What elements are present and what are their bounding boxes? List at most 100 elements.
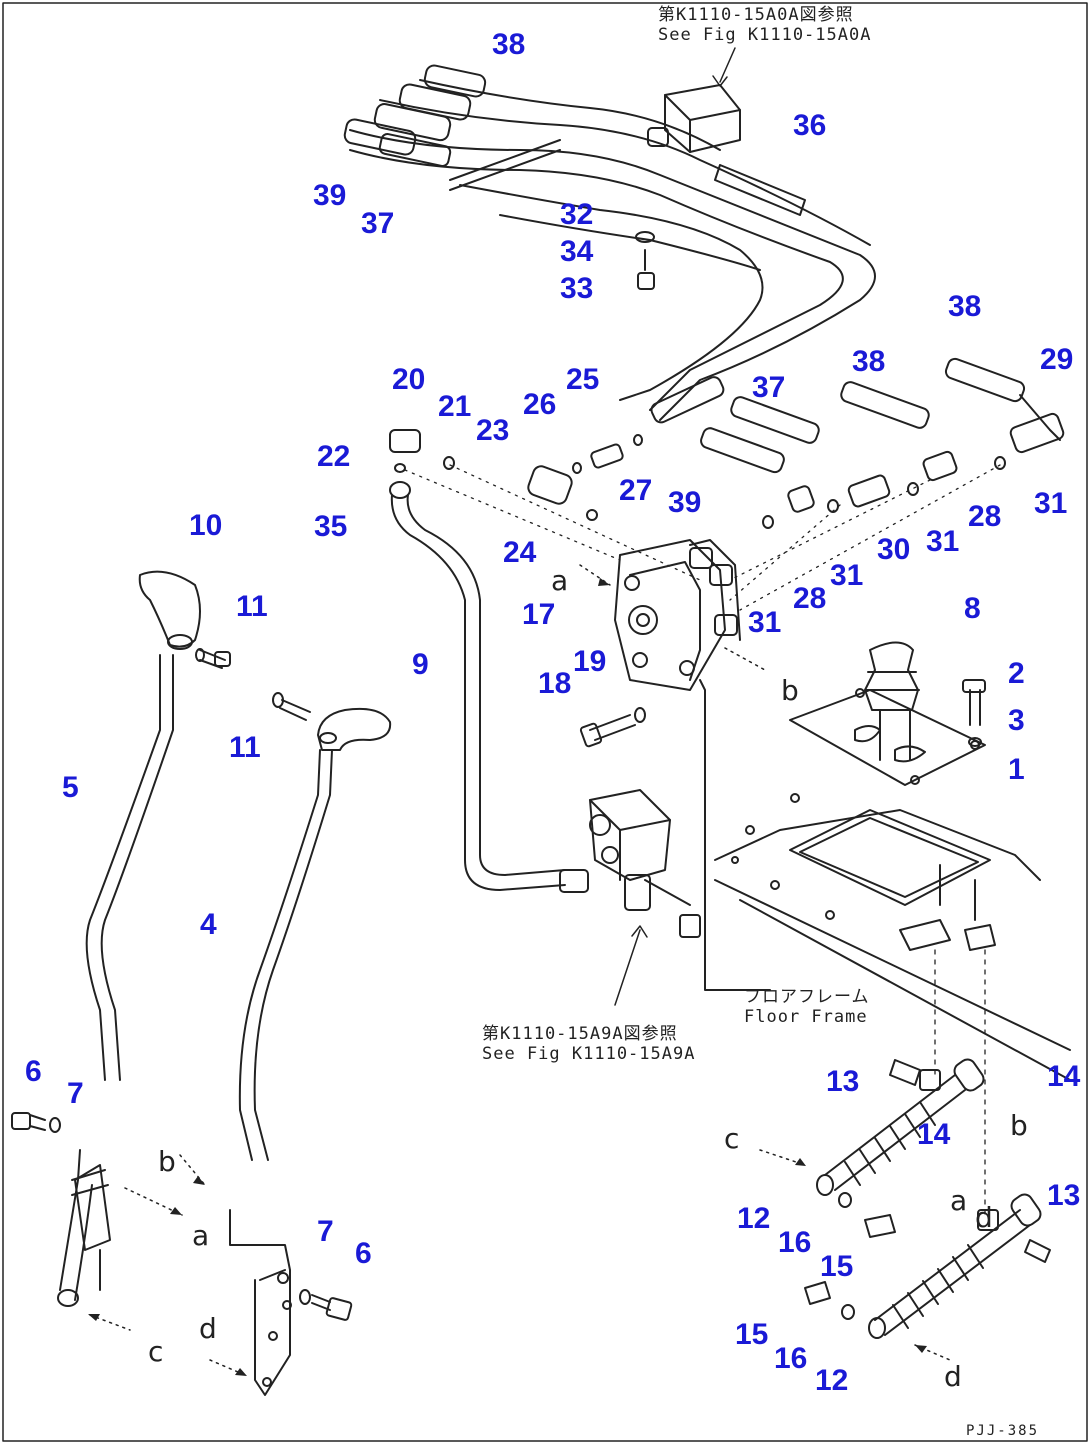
callout-8: 8 [964, 592, 981, 625]
bolt-6-7-left [11, 1112, 61, 1133]
lever-arrows [89, 1154, 246, 1376]
lever-bracket [229, 1209, 292, 1396]
callout-4: 4 [200, 908, 217, 941]
lever-arrowheads [88, 578, 927, 1376]
view-letter-d: d [944, 1360, 962, 1393]
callout-11: 11 [229, 731, 261, 764]
callout-30: 30 [877, 533, 911, 566]
view-letter-a: a [950, 1184, 968, 1217]
view-letter-b: b [781, 674, 799, 707]
callout-14: 14 [917, 1118, 951, 1151]
valve-arrows [579, 564, 766, 671]
callout-37: 37 [752, 371, 786, 404]
bolt-18 [579, 707, 646, 748]
callout-7: 7 [317, 1215, 334, 1248]
drawing-code: PJJ-385 [966, 1423, 1040, 1439]
pins-and-washers [804, 1059, 1051, 1320]
callout-39: 39 [668, 486, 702, 519]
callout-39: 39 [313, 179, 347, 212]
lower-pilot-valve [589, 789, 701, 1006]
fittings-left [389, 429, 643, 521]
callout-9: 9 [412, 648, 429, 681]
spring-upper [816, 1058, 985, 1196]
callout-32: 32 [560, 198, 594, 231]
callout-28: 28 [968, 500, 1002, 533]
knob-10 [138, 570, 201, 650]
callout-23: 23 [476, 414, 510, 447]
callout-31: 31 [1034, 487, 1068, 520]
lever-rod-5 [57, 654, 174, 1307]
callout-37: 37 [361, 207, 395, 240]
hose-end-fittings-top [343, 64, 487, 167]
callout-38: 38 [948, 290, 982, 323]
hose-35 [389, 481, 589, 893]
callout-29: 29 [1040, 343, 1074, 376]
bolt-6-7-right [299, 1289, 353, 1321]
boot-8 [864, 641, 920, 761]
callout-16: 16 [774, 1342, 808, 1375]
callout-26: 26 [523, 388, 557, 421]
knob-9 [317, 707, 392, 751]
callout-38: 38 [852, 345, 886, 378]
callout-36: 36 [793, 109, 827, 142]
floor-frame [714, 793, 1071, 1081]
bolt-11-upper [195, 648, 231, 669]
plate-1 [789, 688, 986, 786]
callout-35: 35 [314, 510, 348, 543]
callout-13: 13 [1047, 1179, 1081, 1212]
view-letter-c: c [148, 1335, 164, 1368]
callout-13: 13 [826, 1065, 860, 1098]
callout-27: 27 [619, 474, 653, 507]
callout-20: 20 [392, 363, 426, 396]
callout-6: 6 [355, 1237, 372, 1270]
callout-5: 5 [62, 771, 79, 804]
bolt-2 [962, 679, 986, 747]
callout-17: 17 [522, 598, 556, 631]
callout-15: 15 [735, 1318, 769, 1351]
reference-note-bottom: 第K1110-15A9A図参照 See Fig K1110-15A9A [482, 1024, 696, 1064]
callout-33: 33 [560, 272, 594, 305]
callout-22: 22 [317, 440, 351, 473]
view-letter-a: a [551, 564, 569, 597]
callout-24: 24 [503, 536, 537, 569]
callout-16: 16 [778, 1226, 812, 1259]
callout-31: 31 [926, 525, 960, 558]
upper-valve-block [647, 47, 806, 216]
bolt-11-lower [272, 692, 311, 721]
callout-1: 1 [1008, 753, 1025, 786]
callout-21: 21 [438, 390, 472, 423]
callout-14: 14 [1047, 1060, 1081, 1093]
view-letter-d: d [975, 1201, 993, 1234]
fittings-right [762, 450, 1006, 529]
callout-38: 38 [492, 28, 526, 61]
floor-frame-dash [934, 949, 986, 1221]
pilot-valve-body [614, 539, 771, 991]
callout-2: 2 [1008, 657, 1025, 690]
view-letter-a: a [192, 1219, 210, 1252]
bolt-washer-33-34 [635, 231, 655, 290]
callout-15: 15 [820, 1250, 854, 1283]
callout-28: 28 [793, 582, 827, 615]
callout-10: 10 [189, 509, 223, 542]
callout-3: 3 [1008, 704, 1025, 737]
view-letter-d: d [199, 1312, 217, 1345]
callout-11: 11 [236, 590, 268, 623]
callout-6: 6 [25, 1055, 42, 1088]
callout-18: 18 [538, 667, 572, 700]
view-letter-b: b [1010, 1109, 1028, 1142]
callout-34: 34 [560, 235, 594, 268]
callout-19: 19 [573, 645, 607, 678]
lever-rod-4 [238, 749, 333, 1161]
reference-note-top: 第K1110-15A0A図参照 See Fig K1110-15A0A [658, 5, 872, 45]
view-letter-c: c [724, 1122, 740, 1155]
view-letter-b: b [158, 1145, 176, 1178]
callout-31: 31 [830, 559, 864, 592]
leader-dashes [404, 464, 1001, 611]
callout-12: 12 [737, 1202, 771, 1235]
floor-frame-label: フロアフレーム Floor Frame [744, 987, 870, 1027]
callout-7: 7 [67, 1077, 84, 1110]
spring-lower [868, 1193, 1042, 1339]
